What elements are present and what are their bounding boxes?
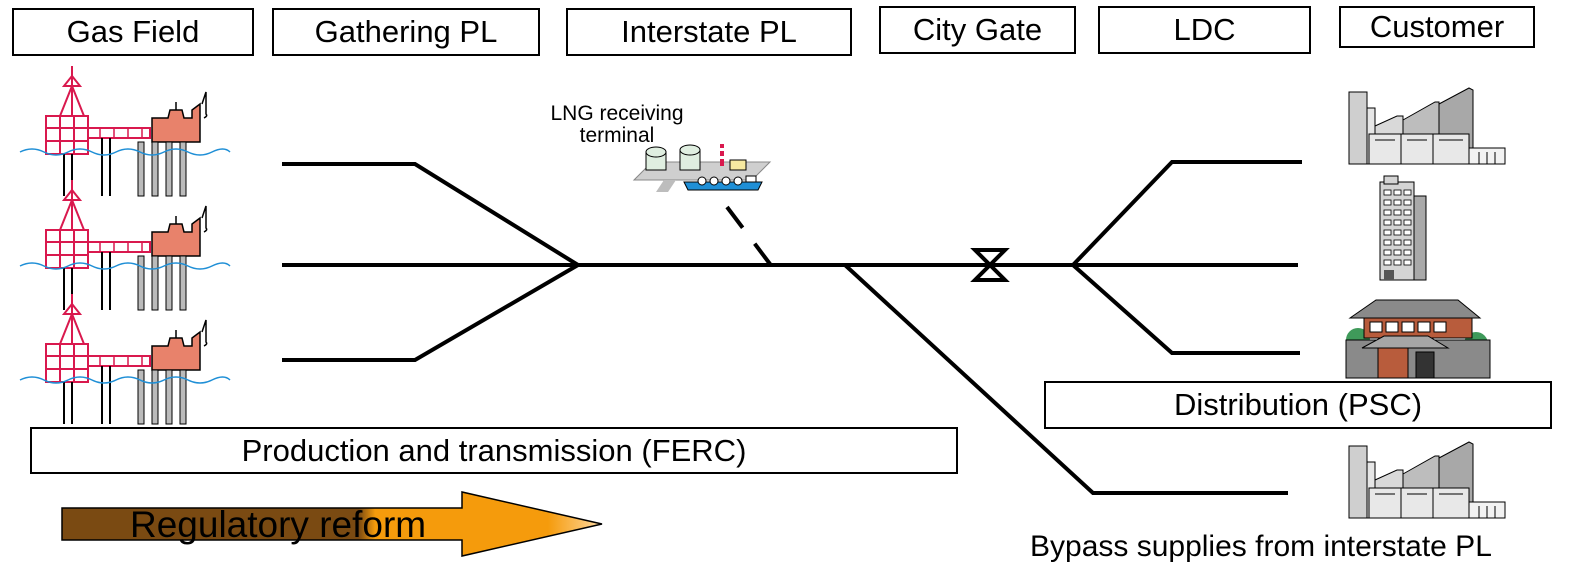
factory-icon [1348,441,1506,519]
regulatory-reform-arrow [61,491,603,557]
lng-label-line2: terminal [579,124,655,147]
distribution-band: Distribution (PSC) [1044,381,1552,429]
offshore-platform-icon [19,179,231,311]
valve-icon [970,248,1010,282]
house-icon [1345,299,1491,379]
lng-label: LNG receiving terminal [532,103,702,147]
bypass-label: Bypass supplies from interstate PL [1030,530,1492,563]
offshore-platform-icon [19,293,231,425]
stage-customer: Customer [1339,6,1535,48]
stage-ldc: LDC [1098,6,1311,54]
factory-icon [1348,87,1506,165]
production-transmission-band: Production and transmission (FERC) [30,427,958,474]
stage-gas-field: Gas Field [12,8,254,56]
office-building-icon [1379,175,1427,281]
lng-terminal-icon [632,144,772,192]
stage-interstate-pl: Interstate PL [566,8,852,56]
stage-city-gate: City Gate [879,6,1076,54]
offshore-platform-icon [19,65,231,197]
regulatory-reform-label: Regulatory reform [130,504,427,545]
lng-label-line1: LNG receiving [550,102,684,125]
stage-gathering-pl: Gathering PL [272,8,540,56]
pipeline-lines [282,160,1302,495]
